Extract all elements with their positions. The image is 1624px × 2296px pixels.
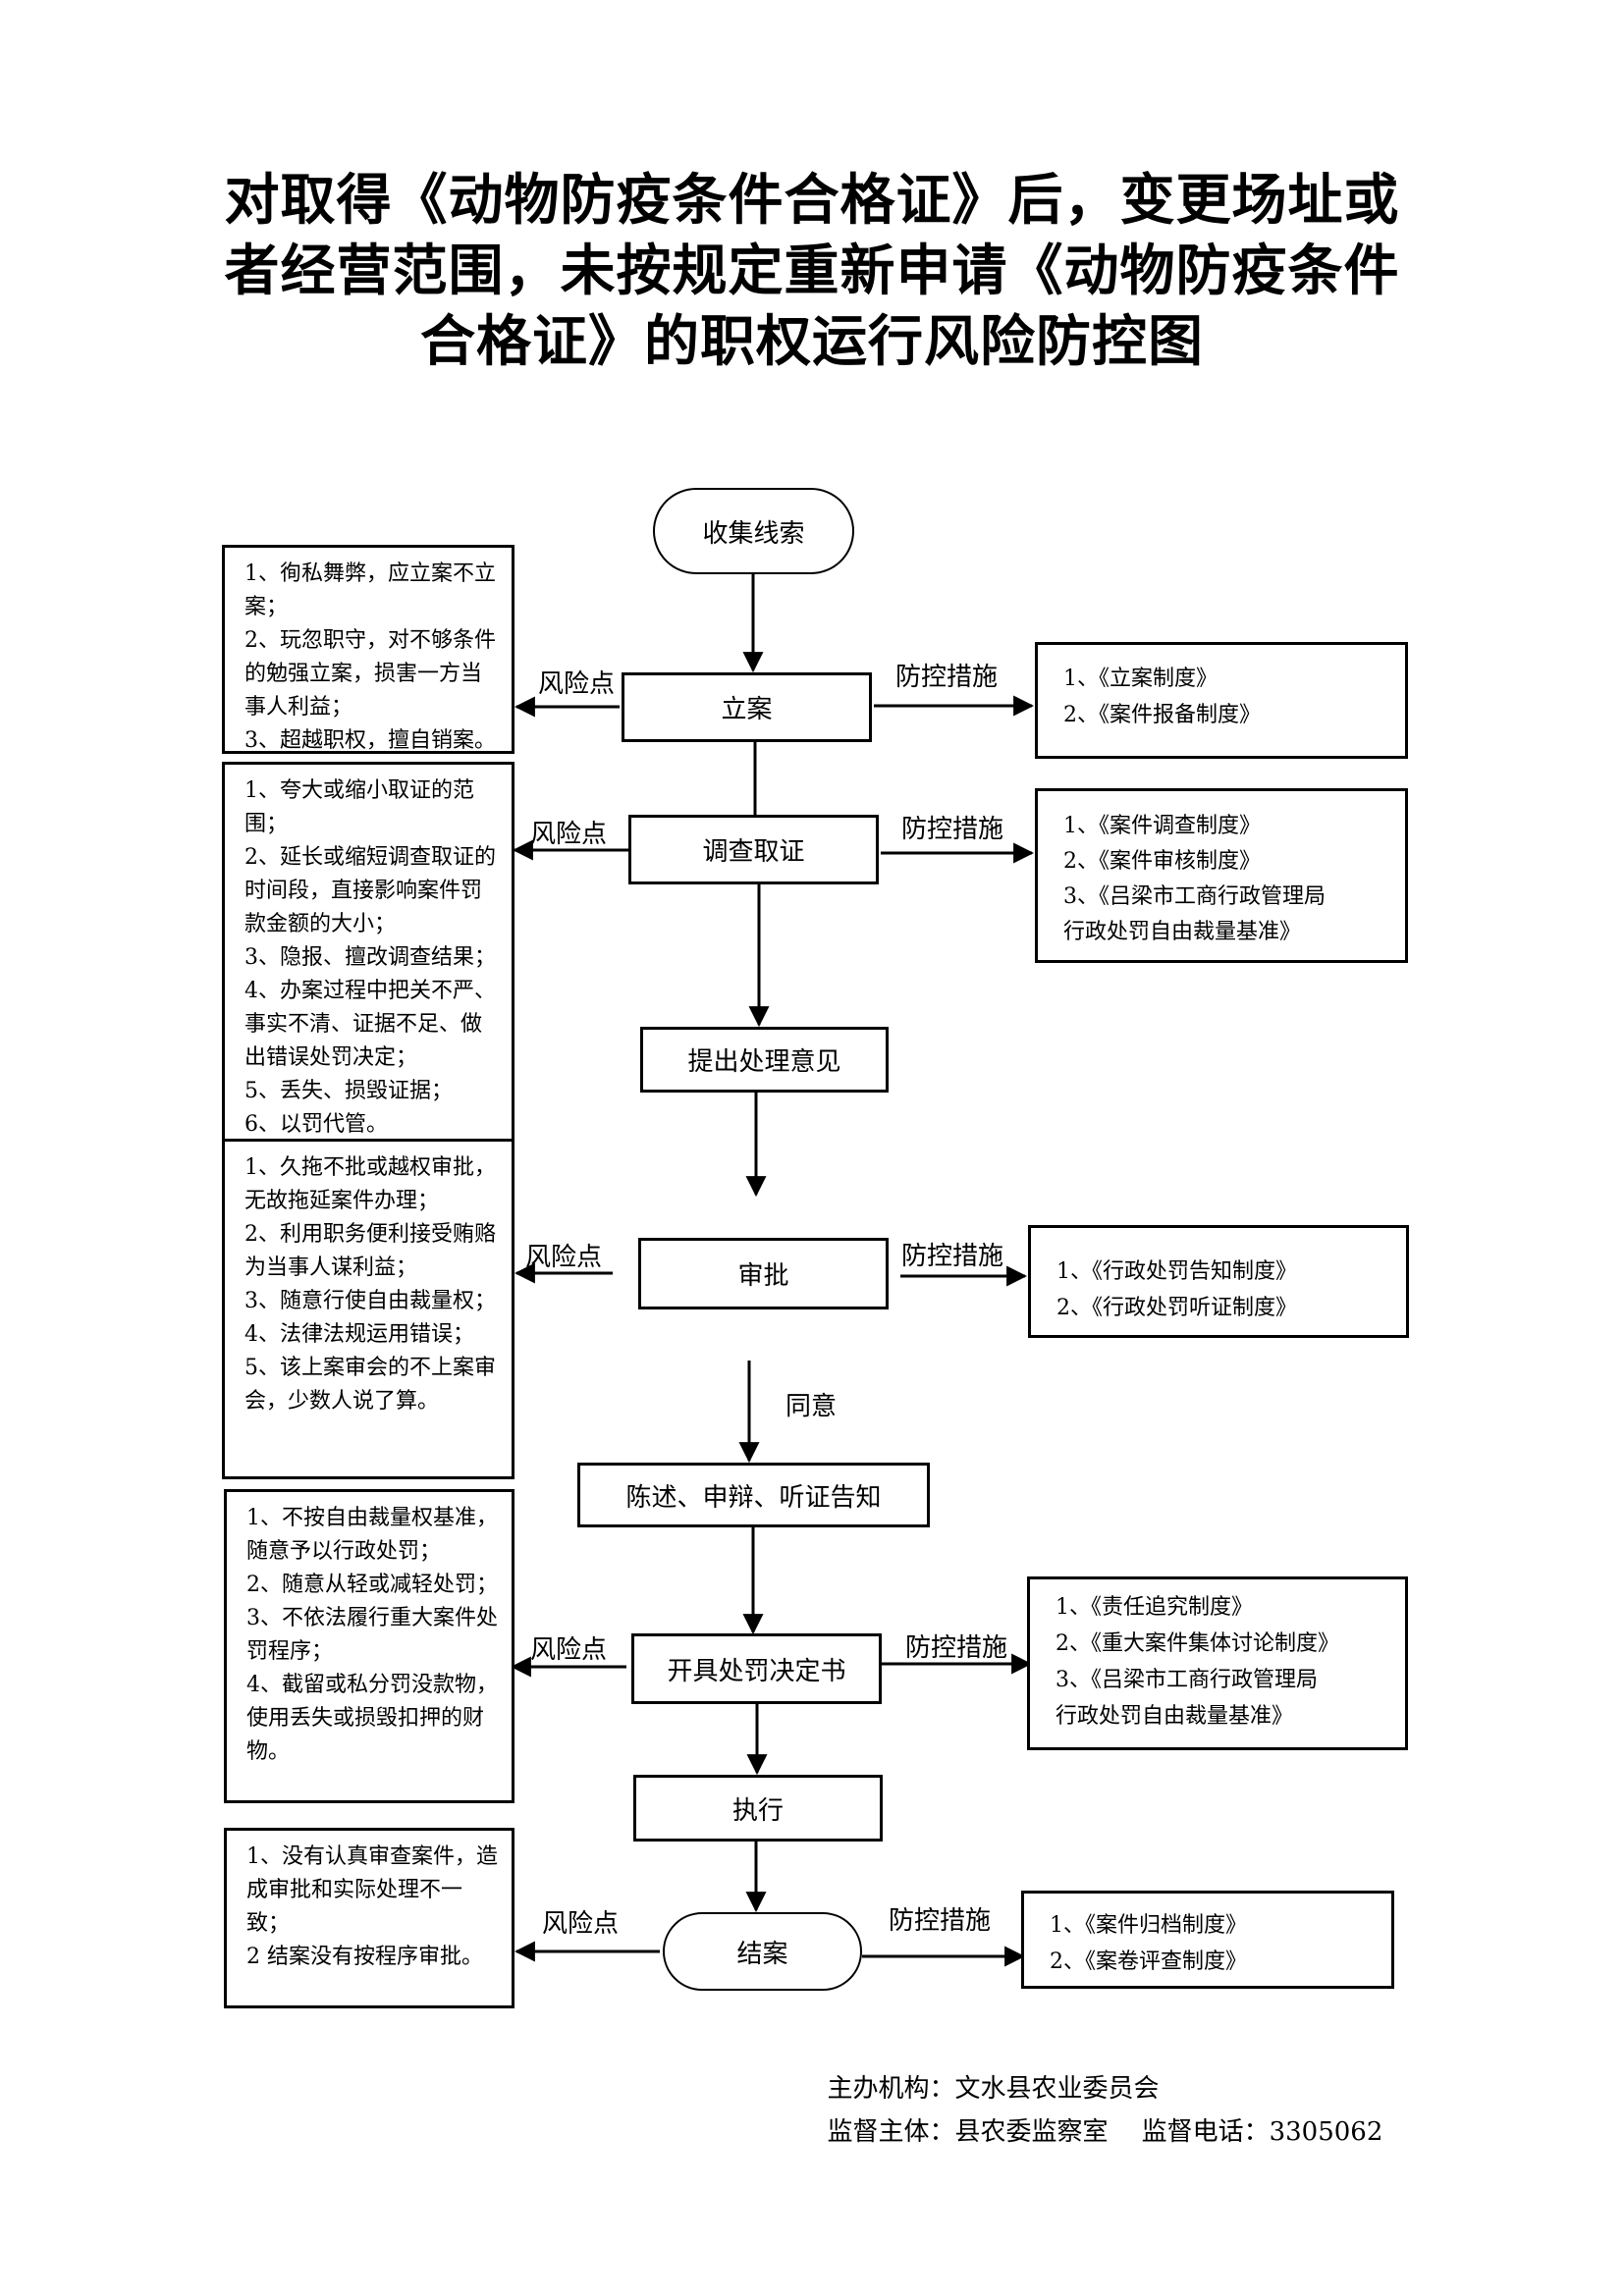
measure-box-filing: 1、《立案制度》 2、《案件报备制度》: [1035, 642, 1408, 759]
measure-box-investigation: 1、《案件调查制度》 2、《案件审核制度》 3、《吕梁市工商行政管理局 行政处罚…: [1035, 788, 1408, 963]
organizer-value: 文水县农业委员会: [954, 2074, 1160, 2104]
label-measure-approval: 防控措施: [901, 1242, 1004, 1271]
measure-item: 1、《行政处罚告知制度》: [1056, 1259, 1297, 1284]
risk-item: 2、延长或缩短调查取证的时间段，直接影响案件罚款金额的大小；: [244, 845, 496, 936]
title-line-2: 者经营范围，未按规定重新申请《动物防疫条件: [224, 239, 1400, 303]
node-decision-label: 开具处罚决定书: [667, 1656, 846, 1686]
risk-item: 3、不依法履行重大案件处罚程序；: [246, 1606, 498, 1664]
measure-item: 3、《吕梁市工商行政管理局: [1063, 884, 1326, 909]
risk-box-decision: 1、不按自由裁量权基准，随意予以行政处罚； 2、随意从轻或减轻处罚； 3、不依法…: [224, 1489, 514, 1803]
measure-item: 3、《吕梁市工商行政管理局: [1056, 1668, 1318, 1692]
risk-box-approval: 1、久拖不批或越权审批，无故拖延案件办理； 2、利用职务便利接受贿赂为当事人谋利…: [222, 1139, 514, 1479]
measure-item: 1、《案件归档制度》: [1050, 1913, 1247, 1938]
label-measure-filing: 防控措施: [895, 663, 999, 692]
risk-box-closing: 1、没有认真审查案件，造成审批和实际处理不一致； 2 结案没有按程序审批。: [224, 1828, 514, 2008]
node-decision: 开具处罚决定书: [631, 1633, 882, 1704]
measure-item: 1、《立案制度》: [1063, 667, 1218, 691]
node-start: 收集线索: [653, 488, 854, 574]
risk-box-filing: 1、徇私舞弊，应立案不立案； 2、玩忽职守，对不够条件的勉强立案，损害一方当事人…: [222, 545, 514, 754]
risk-item: 5、丢失、损毁证据；: [244, 1079, 453, 1103]
measure-item: 2、《案件报备制度》: [1063, 703, 1261, 727]
risk-item: 2、玩忽职守，对不够条件的勉强立案，损害一方当事人利益；: [244, 628, 496, 720]
risk-item: 3、超越职权，擅自销案。: [244, 728, 496, 753]
node-notice: 陈述、申辩、听证告知: [577, 1463, 930, 1527]
measure-item: 2、《行政处罚听证制度》: [1056, 1296, 1297, 1320]
page-title: 对取得《动物防疫条件合格证》后，变更场址或 者经营范围，未按规定重新申请《动物防…: [0, 165, 1624, 377]
measure-item: 1、《案件调查制度》: [1063, 814, 1261, 838]
measure-item: 2、《重大案件集体讨论制度》: [1056, 1631, 1339, 1656]
title-line-3: 合格证》的职权运行风险防控图: [420, 309, 1204, 374]
node-proposal: 提出处理意见: [640, 1027, 889, 1093]
label-risk-closing: 风险点: [542, 1909, 620, 1939]
node-closing: 结案: [663, 1912, 862, 1991]
node-approval-label: 审批: [737, 1261, 789, 1291]
risk-item: 1、没有认真审查案件，造成审批和实际处理不一致；: [246, 1844, 498, 1936]
risk-item: 5、该上案审会的不上案审会，少数人说了算。: [244, 1356, 496, 1414]
measure-box-approval: 1、《行政处罚告知制度》 2、《行政处罚听证制度》: [1028, 1225, 1409, 1338]
measure-item: 1、《责任追究制度》: [1056, 1595, 1253, 1620]
node-notice-label: 陈述、申辩、听证告知: [625, 1482, 882, 1513]
label-measure-closing: 防控措施: [889, 1906, 992, 1936]
risk-item: 2、随意从轻或减轻处罚；: [246, 1573, 498, 1597]
node-start-label: 收集线索: [702, 518, 805, 549]
organizer-label: 主办机构：: [827, 2074, 955, 2104]
supervisor-label: 监督主体：: [827, 2117, 955, 2147]
risk-item: 2、利用职务便利接受贿赂为当事人谋利益；: [244, 1222, 496, 1280]
label-measure-investigation: 防控措施: [901, 815, 1004, 844]
footer-supervisor: 监督主体：县农委监察室 监督电话：3305062: [811, 2073, 1383, 2152]
measure-item: 2、《案卷评查制度》: [1050, 1949, 1247, 1974]
measure-box-decision: 1、《责任追究制度》 2、《重大案件集体讨论制度》 3、《吕梁市工商行政管理局 …: [1027, 1576, 1408, 1750]
measure-item: 2、《案件审核制度》: [1063, 849, 1261, 874]
risk-item: 1、不按自由裁量权基准，随意予以行政处罚；: [246, 1506, 498, 1564]
node-proposal-label: 提出处理意见: [687, 1047, 841, 1077]
node-investigation: 调查取证: [628, 815, 879, 884]
phone-value: 3305062: [1269, 2117, 1383, 2147]
node-approval: 审批: [638, 1238, 889, 1309]
risk-item: 1、夸大或缩小取证的范围；: [244, 778, 474, 836]
label-risk-decision: 风险点: [530, 1635, 608, 1665]
risk-box-investigation: 1、夸大或缩小取证的范围； 2、延长或缩短调查取证的时间段，直接影响案件罚款金额…: [222, 762, 514, 1143]
risk-item: 4、办案过程中把关不严、事实不清、证据不足、做出错误处罚决定；: [244, 979, 496, 1070]
risk-item: 4、截留或私分罚没款物，使用丢失或损毁扣押的财物。: [246, 1673, 498, 1764]
measure-box-closing: 1、《案件归档制度》 2、《案卷评查制度》: [1021, 1891, 1394, 1989]
label-risk-approval: 风险点: [525, 1243, 603, 1272]
supervisor-value: 县农委监察室: [954, 2117, 1109, 2147]
label-risk-filing: 风险点: [538, 669, 616, 699]
label-risk-investigation: 风险点: [530, 820, 608, 849]
risk-item: 6、以罚代管。: [244, 1112, 388, 1137]
label-agree: 同意: [785, 1392, 838, 1421]
node-closing-label: 结案: [736, 1939, 788, 1969]
measure-item: 行政处罚自由裁量基准》: [1063, 920, 1302, 944]
risk-item: 3、隐报、擅改调查结果；: [244, 945, 496, 970]
risk-item: 3、随意行使自由裁量权；: [244, 1289, 496, 1313]
node-investigation-label: 调查取证: [702, 837, 805, 867]
risk-item: 4、法律法规运用错误；: [244, 1322, 474, 1347]
node-filing: 立案: [622, 672, 872, 742]
label-measure-decision: 防控措施: [905, 1633, 1008, 1663]
risk-item: 1、徇私舞弊，应立案不立案；: [244, 561, 496, 619]
title-line-1: 对取得《动物防疫条件合格证》后，变更场址或: [224, 168, 1400, 233]
phone-label: 监督电话：: [1141, 2117, 1270, 2147]
measure-item: 行政处罚自由裁量基准》: [1056, 1704, 1294, 1729]
footer-organizer: 主办机构：文水县农业委员会: [811, 2030, 1160, 2109]
risk-item: 1、久拖不批或越权审批，无故拖延案件办理；: [244, 1155, 496, 1213]
node-filing-label: 立案: [721, 695, 773, 724]
node-execution-label: 执行: [731, 1795, 784, 1826]
node-execution: 执行: [633, 1775, 883, 1842]
risk-item: 2 结案没有按程序审批。: [246, 1945, 483, 1969]
